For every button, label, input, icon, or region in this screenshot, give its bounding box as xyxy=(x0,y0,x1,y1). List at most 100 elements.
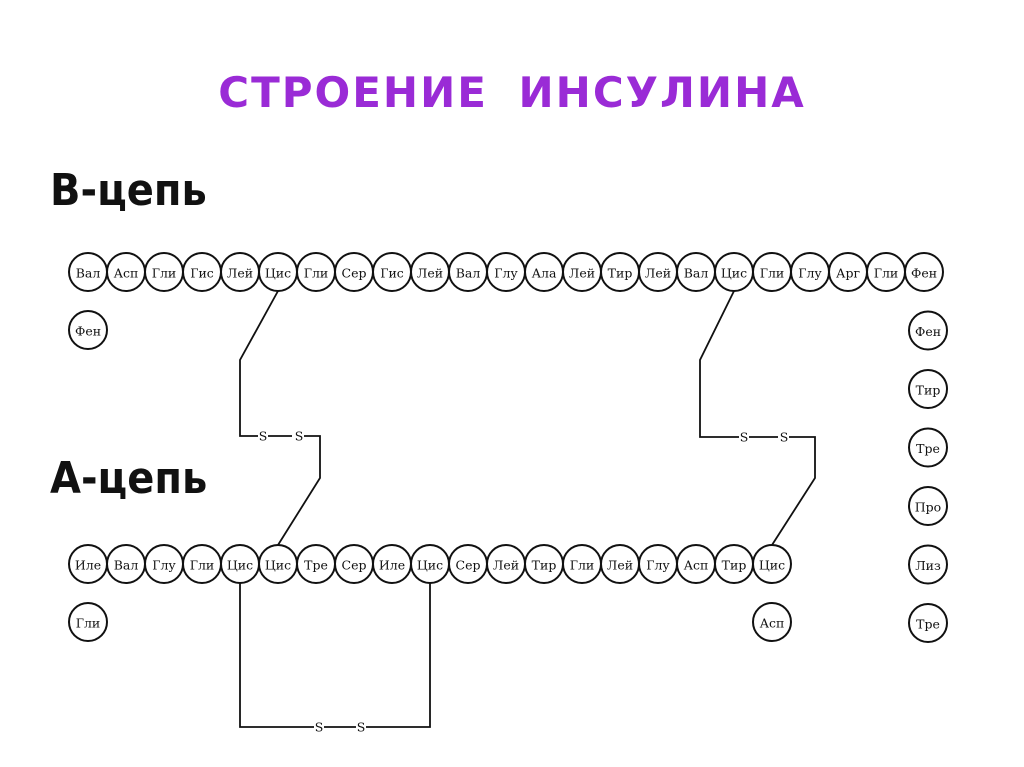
bond-a11-right xyxy=(366,583,431,728)
residue-label: Вал xyxy=(456,266,481,281)
residue-label: Цис xyxy=(227,558,253,573)
residue-label: Гис xyxy=(190,266,214,281)
residue-label: Лей xyxy=(607,558,633,573)
b-chain-residue-29: Лиз xyxy=(908,544,948,585)
b-chain-residue-25: Фен xyxy=(908,310,948,351)
residue-label: Гли xyxy=(570,558,595,573)
a-chain-residue-12: Сер xyxy=(448,544,488,584)
b-chain-residue-2: Вал xyxy=(68,252,108,292)
residue-label: Глу xyxy=(152,558,176,573)
sulfur-label: S xyxy=(357,720,366,735)
bond-b7-left xyxy=(239,290,279,437)
residue-label: Сер xyxy=(342,558,367,573)
sulfur-label: S xyxy=(780,430,789,445)
residue-label: Фен xyxy=(75,324,101,339)
b-chain-residue-3: Асп xyxy=(106,252,146,292)
residue-label: Гли xyxy=(76,616,101,631)
b-chain-residue-20: Гли xyxy=(752,252,792,292)
b-chain-residue-12: Вал xyxy=(448,252,488,292)
residue-label: Асп xyxy=(760,616,785,631)
b-chain-residue-14: Ала xyxy=(524,252,564,292)
b-chain-residue-28: Про xyxy=(908,486,948,526)
residue-label: Цис xyxy=(265,558,291,573)
residue-label: Тре xyxy=(916,617,940,632)
a-chain-residue-3: Вал xyxy=(106,544,146,584)
b-chain-residue-13: Глу xyxy=(486,252,526,292)
b-chain-residue-7: Цис xyxy=(258,252,298,292)
residue-label: Глу xyxy=(494,266,518,281)
b-chain-residue-15: Лей xyxy=(562,252,602,292)
b-chain-residue-8: Гли xyxy=(296,252,336,292)
residue-label: Тир xyxy=(916,383,941,398)
a-chain-residue-13: Лей xyxy=(486,544,526,584)
residue-label: Глу xyxy=(798,266,822,281)
residue-label: Глу xyxy=(646,558,670,573)
residue-label: Цис xyxy=(417,558,443,573)
b-chain-residue-23: Гли xyxy=(866,252,906,292)
a-chain-residue-1: Гли xyxy=(68,602,108,642)
residue-label: Сер xyxy=(456,558,481,573)
b-chain-label: В-цепь xyxy=(50,166,207,216)
residue-label: Асп xyxy=(114,266,139,281)
residue-label: Вал xyxy=(114,558,139,573)
a-chain-residue-2: Иле xyxy=(68,544,108,584)
b-chain-residue-10: Гис xyxy=(372,252,412,292)
residue-label: Лей xyxy=(417,266,443,281)
a-chain-residue-17: Глу xyxy=(638,544,678,584)
b-chain-residue-1: Фен xyxy=(68,310,108,350)
b-chain-residue-6: Лей xyxy=(220,252,260,292)
b-chain-residue-19: Цис xyxy=(714,252,754,292)
residue-label: Лей xyxy=(569,266,595,281)
b-chain-residue-5: Гис xyxy=(182,252,222,292)
residue-label: Гли xyxy=(190,558,215,573)
a-chain-label: А-цепь xyxy=(50,454,208,504)
residue-label: Ала xyxy=(532,266,557,281)
b-chain-residue-17: Лей xyxy=(638,252,678,292)
a-chain-residue-9: Сер xyxy=(334,544,374,584)
residue-label: Сер xyxy=(342,266,367,281)
b-chain-residue-30: Тре xyxy=(908,603,948,643)
sulfur-label: S xyxy=(259,429,268,444)
a-chain-residue-5: Гли xyxy=(182,544,222,584)
residue-label: Лей xyxy=(493,558,519,573)
a-chain-residue-11: Цис xyxy=(410,544,450,584)
residue-label: Лей xyxy=(227,266,253,281)
residue-label: Тре xyxy=(916,441,940,456)
sulfur-label: S xyxy=(740,430,749,445)
a-chain-residue-19: Тир xyxy=(714,544,754,584)
residue-label: Гли xyxy=(304,266,329,281)
residue-label: Тир xyxy=(722,558,747,573)
bond-a20-right xyxy=(771,436,816,546)
a-chain-residue-20: Цис xyxy=(752,544,792,584)
a-chain-residue-8: Тре xyxy=(296,544,336,584)
residue-label: Гис xyxy=(380,266,404,281)
slide-title: СТРОЕНИЕ ИНСУЛИНА xyxy=(218,68,806,117)
b-chain-residue-11: Лей xyxy=(410,252,450,292)
bond-a7-right xyxy=(277,435,321,546)
residue-label: Лей xyxy=(645,266,671,281)
residue-label: Вал xyxy=(684,266,709,281)
residue-label: Лиз xyxy=(915,558,941,573)
residue-label: Фен xyxy=(911,266,937,281)
bond-b19-left xyxy=(699,290,739,438)
b-chain-residue-22: Арг xyxy=(828,252,868,292)
residue-label: Цис xyxy=(721,266,747,281)
residue-label: Иле xyxy=(75,558,101,573)
a-chain-residue-16: Лей xyxy=(600,544,640,584)
residue-label: Тир xyxy=(608,266,633,281)
b-chain-residue-18: Вал xyxy=(676,252,716,292)
b-chain-residue-26: Тир xyxy=(908,369,948,409)
residue-label: Тир xyxy=(532,558,557,573)
residue-label: Гли xyxy=(760,266,785,281)
b-chain-residue-9: Сер xyxy=(334,252,374,292)
a-chain-residue-14: Тир xyxy=(524,544,564,584)
residue-label: Арг xyxy=(836,266,860,281)
a-chain-residue-18: Асп xyxy=(676,544,716,584)
a-chain-residue-21: Асп xyxy=(752,602,792,642)
residue-label: Иле xyxy=(379,558,405,573)
a-chain-residue-6: Цис xyxy=(220,544,260,584)
